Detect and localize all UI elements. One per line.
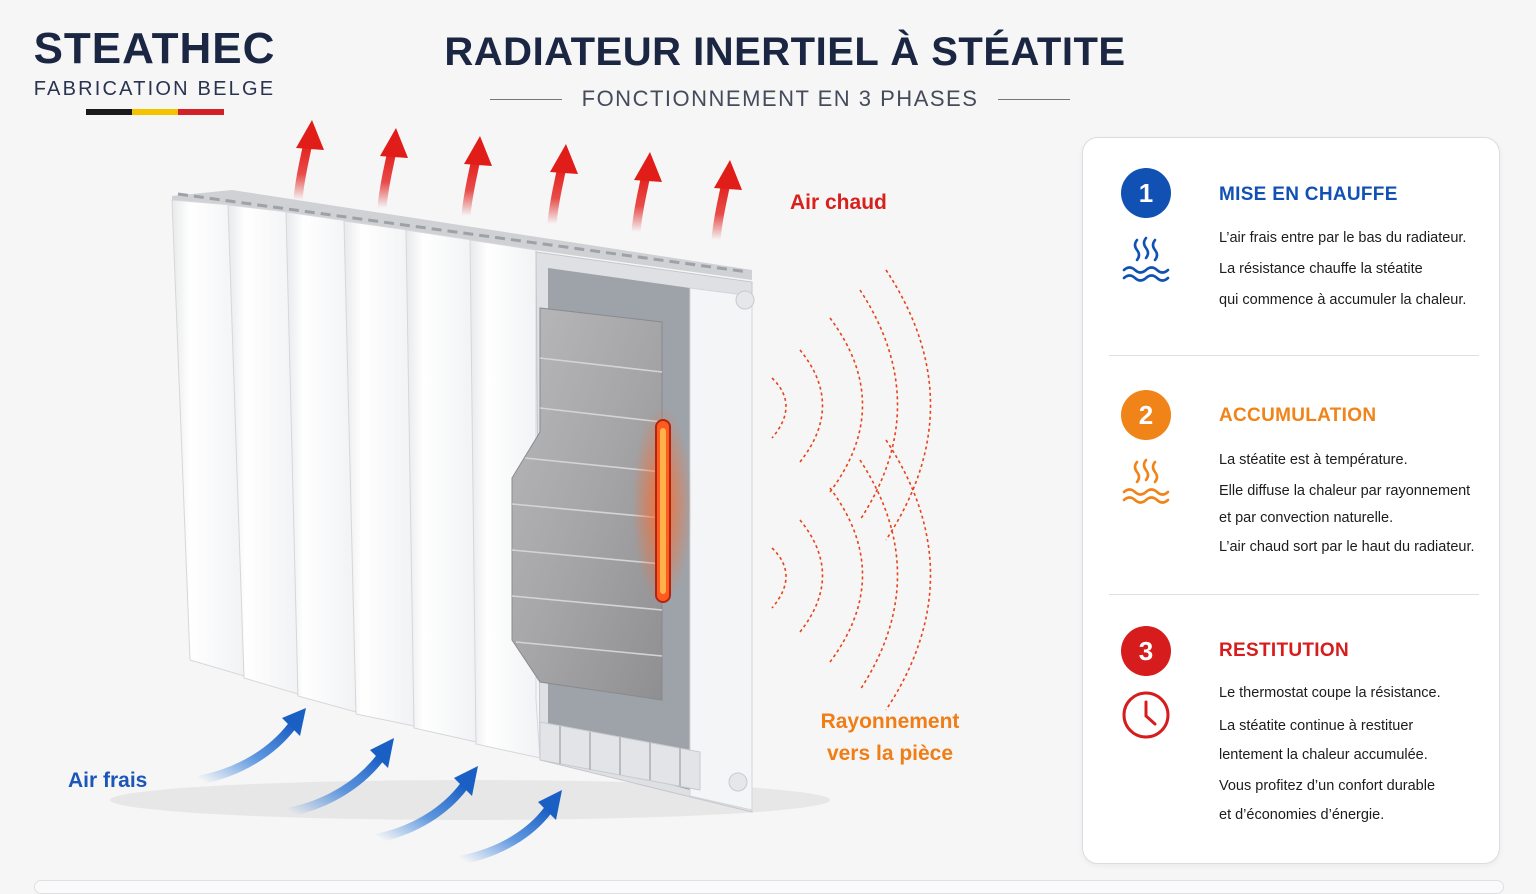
phase-line: La stéatite continue à restituer xyxy=(1219,718,1414,734)
radiator-fin xyxy=(405,229,477,743)
hot-air-arrow xyxy=(631,152,662,237)
page-subtitle: FONCTIONNEMENT EN 3 PHASES xyxy=(581,86,979,111)
hot-air-arrow xyxy=(461,136,492,221)
cold-air-arrows xyxy=(195,708,562,865)
phase-line: L’air chaud sort par le haut du radiateu… xyxy=(1219,539,1475,555)
cold-air-label: Air frais xyxy=(68,769,148,792)
phase-number-badge: 3 xyxy=(1121,626,1171,676)
phase-line: Elle diffuse la chaleur par rayonnement xyxy=(1219,483,1471,499)
flag-black xyxy=(85,109,132,115)
phase-number-badge: 1 xyxy=(1121,168,1171,218)
phase-line: et d’économies d’énergie. xyxy=(1219,807,1385,823)
hot-air-arrow xyxy=(377,128,408,213)
clock-icon xyxy=(1122,691,1170,739)
phase-title: MISE EN CHAUFFE xyxy=(1219,184,1398,205)
heat-waves-icon xyxy=(1122,458,1170,504)
phase-number-badge: 2 xyxy=(1121,390,1171,440)
radiator-illustration xyxy=(110,120,932,865)
heat-waves-icon xyxy=(1122,236,1170,282)
bottom-strip xyxy=(34,880,1504,894)
phase-line: lentement la chaleur accumulée. xyxy=(1219,747,1428,763)
phase-line: qui commence à accumuler la chaleur. xyxy=(1219,292,1467,308)
phase-description: Le thermostat coupe la résistance. La st… xyxy=(1219,685,1491,836)
hot-air-arrows xyxy=(293,120,742,245)
cold-air-arrow xyxy=(373,766,478,843)
phase-line: Vous profitez d’un confort durable xyxy=(1219,778,1436,794)
flag-red xyxy=(177,109,224,115)
cold-air-arrow xyxy=(285,738,394,817)
phase-description: L’air frais entre par le bas du radiateu… xyxy=(1219,230,1491,323)
phase-description: La stéatite est à température. Elle diff… xyxy=(1219,452,1491,568)
phase-line: et par convection naturelle. xyxy=(1219,510,1394,526)
radiation-label-line1: Rayonnement xyxy=(820,710,960,733)
radiator-fin xyxy=(343,220,415,727)
brand-logo: STEATHEC FABRICATION BELGE xyxy=(32,24,277,115)
radiator-body xyxy=(171,190,755,813)
phase-title: RESTITUTION xyxy=(1219,640,1349,661)
radiation-waves xyxy=(771,269,932,711)
brand-name: STEATHEC xyxy=(33,24,276,73)
cold-air-arrow xyxy=(195,708,306,785)
phase-divider xyxy=(1109,594,1479,595)
steatite-stone-stack xyxy=(511,307,663,701)
subtitle-divider-right xyxy=(998,98,1071,100)
cold-air-arrow xyxy=(457,790,562,865)
brand-tagline: FABRICATION BELGE xyxy=(33,78,276,100)
subtitle-divider-left xyxy=(490,98,562,100)
belgian-flag-stripe xyxy=(85,109,224,115)
phase-line: L’air frais entre par le bas du radiateu… xyxy=(1219,230,1467,246)
hot-air-arrow xyxy=(711,160,742,245)
phase-line: Le thermostat coupe la résistance. xyxy=(1219,685,1441,701)
hot-air-arrow xyxy=(547,144,578,229)
phase-title: ACCUMULATION xyxy=(1219,405,1377,426)
page-title: RADIATEUR INERTIEL À STÉATITE xyxy=(444,30,1126,74)
radiation-label: Rayonnement vers la pièce xyxy=(800,706,980,770)
phase-line: La stéatite est à température. xyxy=(1219,452,1408,468)
hot-air-label: Air chaud xyxy=(790,191,887,214)
hot-air-arrow xyxy=(293,120,324,205)
radiation-label-line2: vers la pièce xyxy=(826,742,954,765)
phase-divider xyxy=(1109,355,1479,356)
subtitle-row: FONCTIONNEMENT EN 3 PHASES xyxy=(490,84,1071,114)
flag-yellow xyxy=(131,109,178,115)
phase-line: La résistance chauffe la stéatite xyxy=(1219,261,1423,277)
phases-panel: 1 MISE EN CHAUFFE L’air frais entre par … xyxy=(1082,137,1500,864)
